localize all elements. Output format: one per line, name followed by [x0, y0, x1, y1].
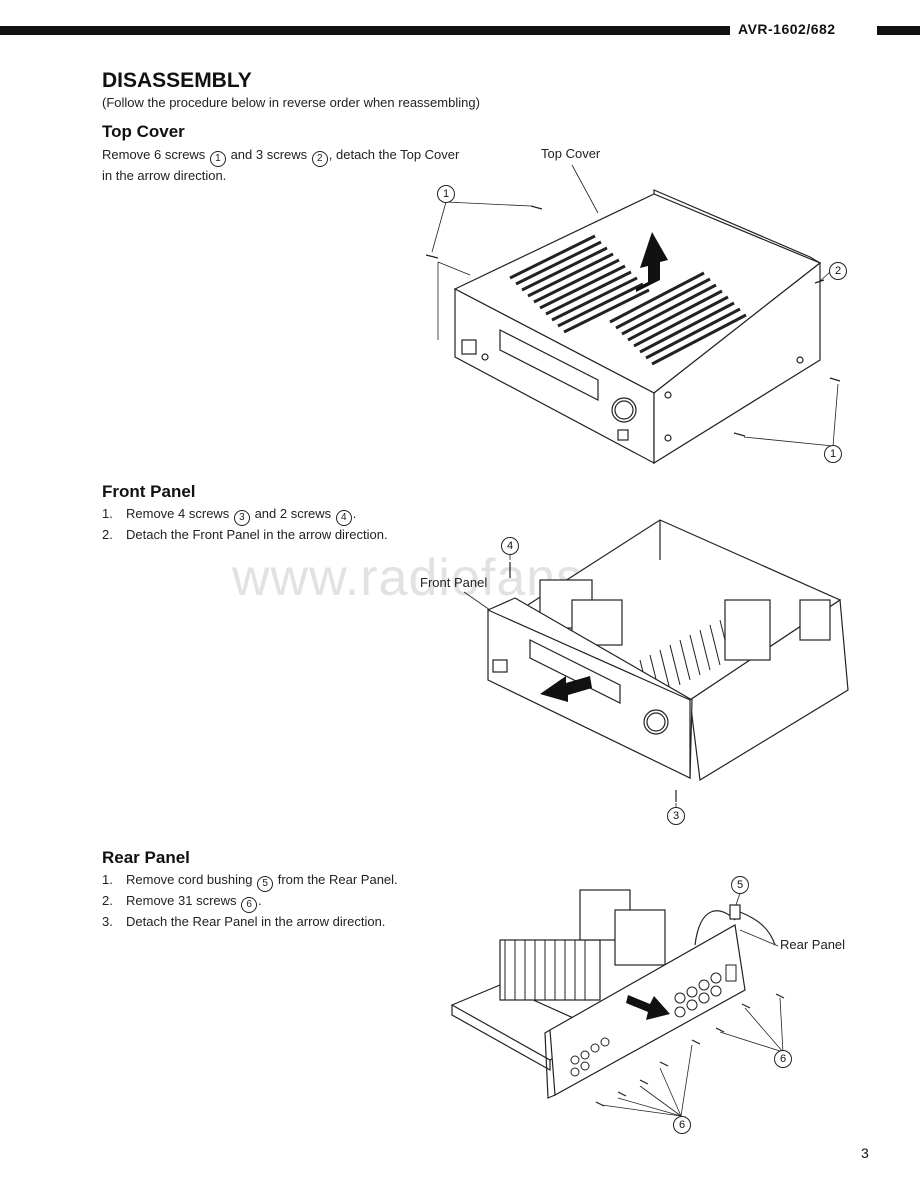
- instruction-text: .: [352, 506, 357, 521]
- front-panel-instructions: 1.Remove 4 screws 3 and 2 screws 4. 2.De…: [102, 505, 388, 543]
- section-heading-top-cover: Top Cover: [102, 122, 185, 141]
- instruction-text: Remove 6 screws: [102, 147, 206, 162]
- instruction-text: Detach the Front Panel in the arrow dire…: [126, 527, 388, 542]
- callout-screw-1-top: 1: [437, 185, 455, 203]
- section-heading-rear-panel: Rear Panel: [102, 848, 190, 867]
- instruction-text: , detach the Top Cover: [328, 147, 460, 162]
- instruction-text: from the Rear Panel.: [277, 872, 398, 887]
- step-number: 1.: [102, 872, 113, 887]
- bushing-number-badge: 5: [257, 876, 274, 892]
- instruction-text: Detach the Rear Panel in the arrow direc…: [126, 914, 386, 929]
- instruction-text: and 3 screws: [230, 147, 308, 162]
- step-number: 2.: [102, 893, 113, 908]
- page-title: DISASSEMBLY: [102, 69, 252, 92]
- instruction-text: .: [258, 893, 262, 908]
- top-cover-diagram-label: Top Cover: [541, 146, 601, 161]
- callout-screw-1-side: 1: [824, 445, 842, 463]
- step-number: 3.: [102, 914, 113, 929]
- page-number: 3: [861, 1145, 869, 1161]
- instruction-text: Remove 4 screws: [126, 506, 230, 521]
- section-heading-front-panel: Front Panel: [102, 482, 196, 501]
- screw-number-badge: 2: [311, 151, 328, 167]
- model-number: AVR-1602/682: [738, 21, 836, 37]
- callout-screw-3: 3: [667, 807, 685, 825]
- instruction-text: Remove cord bushing: [126, 872, 253, 887]
- callout-screw-4: 4: [501, 537, 519, 555]
- rear-panel-diagram-label: Rear Panel: [780, 937, 846, 952]
- front-panel-diagram-label: Front Panel: [420, 575, 488, 590]
- callout-cord-bushing-5: 5: [731, 876, 749, 894]
- callout-screws-6-right: 6: [774, 1050, 792, 1068]
- instruction-text: in the arrow direction.: [102, 168, 227, 183]
- step-number: 1.: [102, 506, 113, 521]
- callout-screw-2: 2: [829, 262, 847, 280]
- top-cover-instructions: Remove 6 screws 1 and 3 screws 2, detach…: [102, 146, 459, 184]
- callout-screws-6-bottom: 6: [673, 1116, 691, 1134]
- header-rule-right: [877, 26, 920, 35]
- step-number: 2.: [102, 527, 113, 542]
- rear-panel-instructions: 1. Remove cord bushing 5 from the Rear Pa…: [102, 871, 398, 930]
- header-rule-left: [0, 26, 730, 35]
- instruction-text: Remove 31 screws: [126, 893, 237, 908]
- page-subtitle: (Follow the procedure below in reverse o…: [102, 95, 480, 110]
- instruction-text: and 2 screws: [254, 506, 332, 521]
